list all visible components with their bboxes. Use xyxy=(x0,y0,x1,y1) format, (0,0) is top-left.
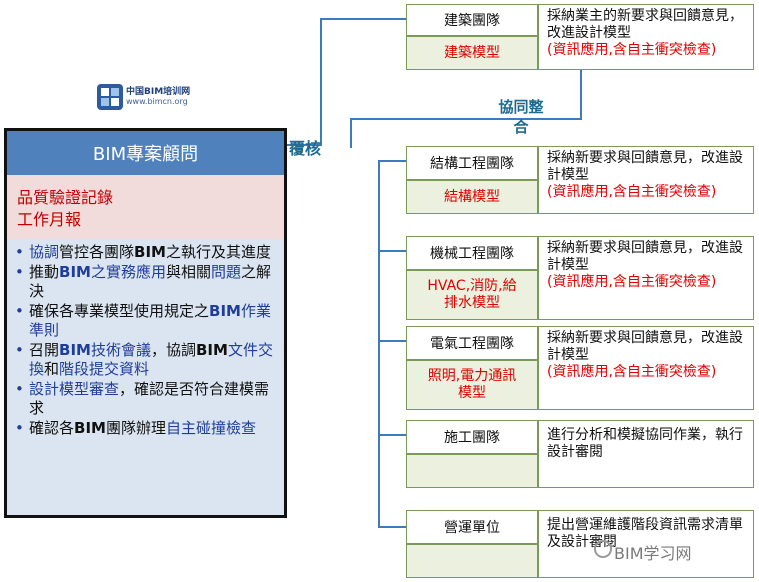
duty-item: • 確保各專業模型使用規定之BIM作業準則 xyxy=(15,302,278,340)
connector-line xyxy=(378,250,406,252)
record-monthly: 工作月報 xyxy=(17,210,82,229)
team-desc-operations: 提出營運維護階段資訊需求清單及設計審閱 xyxy=(538,510,754,578)
team-desc-electrical: 採納新要求與回饋意見，改進設計模型 (資訊應用,含自主衝突檢查) xyxy=(538,326,754,410)
consultant-panel: BIM專案顧問 品質驗證記錄 工作月報 •協調管控各團隊BIM之執行及其進度•推… xyxy=(4,128,287,518)
wechat-icon xyxy=(594,540,612,558)
connector-line xyxy=(378,160,406,162)
duty-text: 召開 xyxy=(29,341,60,359)
team-name-structural: 結構工程團隊 xyxy=(406,146,538,180)
duty-text: BIM xyxy=(59,263,91,281)
team-model-architecture: 建築模型 xyxy=(406,36,538,70)
team-name-construction: 施工團隊 xyxy=(406,420,538,454)
bimcn-logo: 中国BIM培训网 www.bimcn.org xyxy=(96,80,190,116)
duty-item: • 協調管控各團隊BIM之執行及其進度 xyxy=(15,243,278,262)
connector-line xyxy=(378,526,406,528)
team-name-electrical: 電氣工程團隊 xyxy=(406,326,538,360)
team-name-mechanical: 機械工程團隊 xyxy=(406,236,538,270)
team-desc-construction: 進行分析和模擬協同作業，執行設計審閱 xyxy=(538,420,754,488)
duty-text: 設計模型審查 xyxy=(29,380,120,398)
consultant-duties-list: •協調管控各團隊BIM之執行及其進度•推動BIM之實務應用與相關問題之解決•確保… xyxy=(7,239,284,515)
collab-label: 協同整合 xyxy=(498,98,544,136)
team-name-architecture: 建築團隊 xyxy=(406,4,538,36)
team-name-operations: 營運單位 xyxy=(406,510,538,544)
team-model-construction xyxy=(406,454,538,488)
duty-text: ，確認是否符合建模需求 xyxy=(29,380,270,417)
bullet-icon: • xyxy=(15,419,24,437)
consultant-title: BIM專案顧問 xyxy=(7,131,284,175)
duty-item: • 確認各BIM團隊辦理自主碰撞檢查 xyxy=(15,419,278,438)
duty-text: 文件交換 xyxy=(29,341,273,378)
duty-text: BIM xyxy=(74,419,106,437)
team-desc-architecture: 採納業主的新要求與回饋意見，改進設計模型 (資訊應用,含自主衝突檢查) xyxy=(538,4,754,70)
duty-text: BIM xyxy=(59,341,91,359)
bimcn-logo-icon xyxy=(97,84,123,110)
connector-line xyxy=(350,118,352,148)
connector-line xyxy=(378,340,406,342)
duty-text: 和 xyxy=(44,360,60,378)
duty-text: BIM xyxy=(209,302,241,320)
duty-text: 管控各團隊 xyxy=(59,243,135,261)
bullet-icon: • xyxy=(15,243,24,261)
duty-text: 階段提交資料 xyxy=(59,360,150,378)
duty-text: 之執行及其進度 xyxy=(165,243,271,261)
consultant-records: 品質驗證記錄 工作月報 xyxy=(7,175,284,239)
duty-text: 問題 xyxy=(211,263,242,281)
bullet-icon: • xyxy=(15,302,24,320)
duty-text: 與相關 xyxy=(165,263,211,281)
duty-text: 作業準則 xyxy=(29,302,271,339)
connector-line xyxy=(320,18,406,20)
connector-line xyxy=(320,18,322,146)
bullet-icon: • xyxy=(15,263,24,281)
connector-line xyxy=(350,118,582,120)
bullet-icon: • xyxy=(15,380,24,398)
duty-text: 確保各專業模型使用規定之 xyxy=(29,302,210,320)
duty-item: •召開BIM技術會議，協調BIM文件交換和階段提交資料 xyxy=(15,341,278,379)
connector-line xyxy=(580,70,582,120)
duty-text: 自主碰撞檢查 xyxy=(165,419,256,437)
duty-text: 團隊辦理 xyxy=(105,419,166,437)
team-model-operations xyxy=(406,544,538,578)
logo-url: www.bimcn.org xyxy=(126,97,188,106)
duty-item: • 推動BIM之實務應用與相關問題之解決 xyxy=(15,263,278,301)
team-desc-structural: 採納新要求與回饋意見，改進設計模型 (資訊應用,含自主衝突檢查) xyxy=(538,146,754,214)
duty-text: 技術會議 xyxy=(90,341,151,359)
duty-text: 之實務應用 xyxy=(90,263,166,281)
team-model-structural: 結構模型 xyxy=(406,180,538,214)
team-desc-mechanical: 採納新要求與回饋意見，改進設計模型 (資訊應用,含自主衝突檢查) xyxy=(538,236,754,320)
duty-text: 協調 xyxy=(29,243,60,261)
team-model-mechanical: HVAC,消防,給排水模型 xyxy=(406,270,538,320)
duty-text: ，協調 xyxy=(150,341,196,359)
duty-text: 確認各 xyxy=(29,419,75,437)
connector-line xyxy=(378,160,380,528)
watermark: BIM学习网 xyxy=(614,544,692,563)
bullet-icon: • xyxy=(15,341,24,359)
record-quality: 品質驗證記錄 xyxy=(17,188,114,207)
connector-line xyxy=(378,434,406,436)
connector-line xyxy=(287,144,321,146)
duty-item: • 設計模型審查，確認是否符合建模需求 xyxy=(15,380,278,418)
team-model-electrical: 照明,電力通訊模型 xyxy=(406,360,538,410)
duty-text: 推動 xyxy=(29,263,60,281)
duty-text: BIM xyxy=(134,243,166,261)
logo-title: 中国BIM培训网 xyxy=(126,87,191,97)
duty-text: 之解決 xyxy=(29,263,272,300)
review-label: 覆核 xyxy=(289,139,322,158)
duty-text: BIM xyxy=(196,341,228,359)
